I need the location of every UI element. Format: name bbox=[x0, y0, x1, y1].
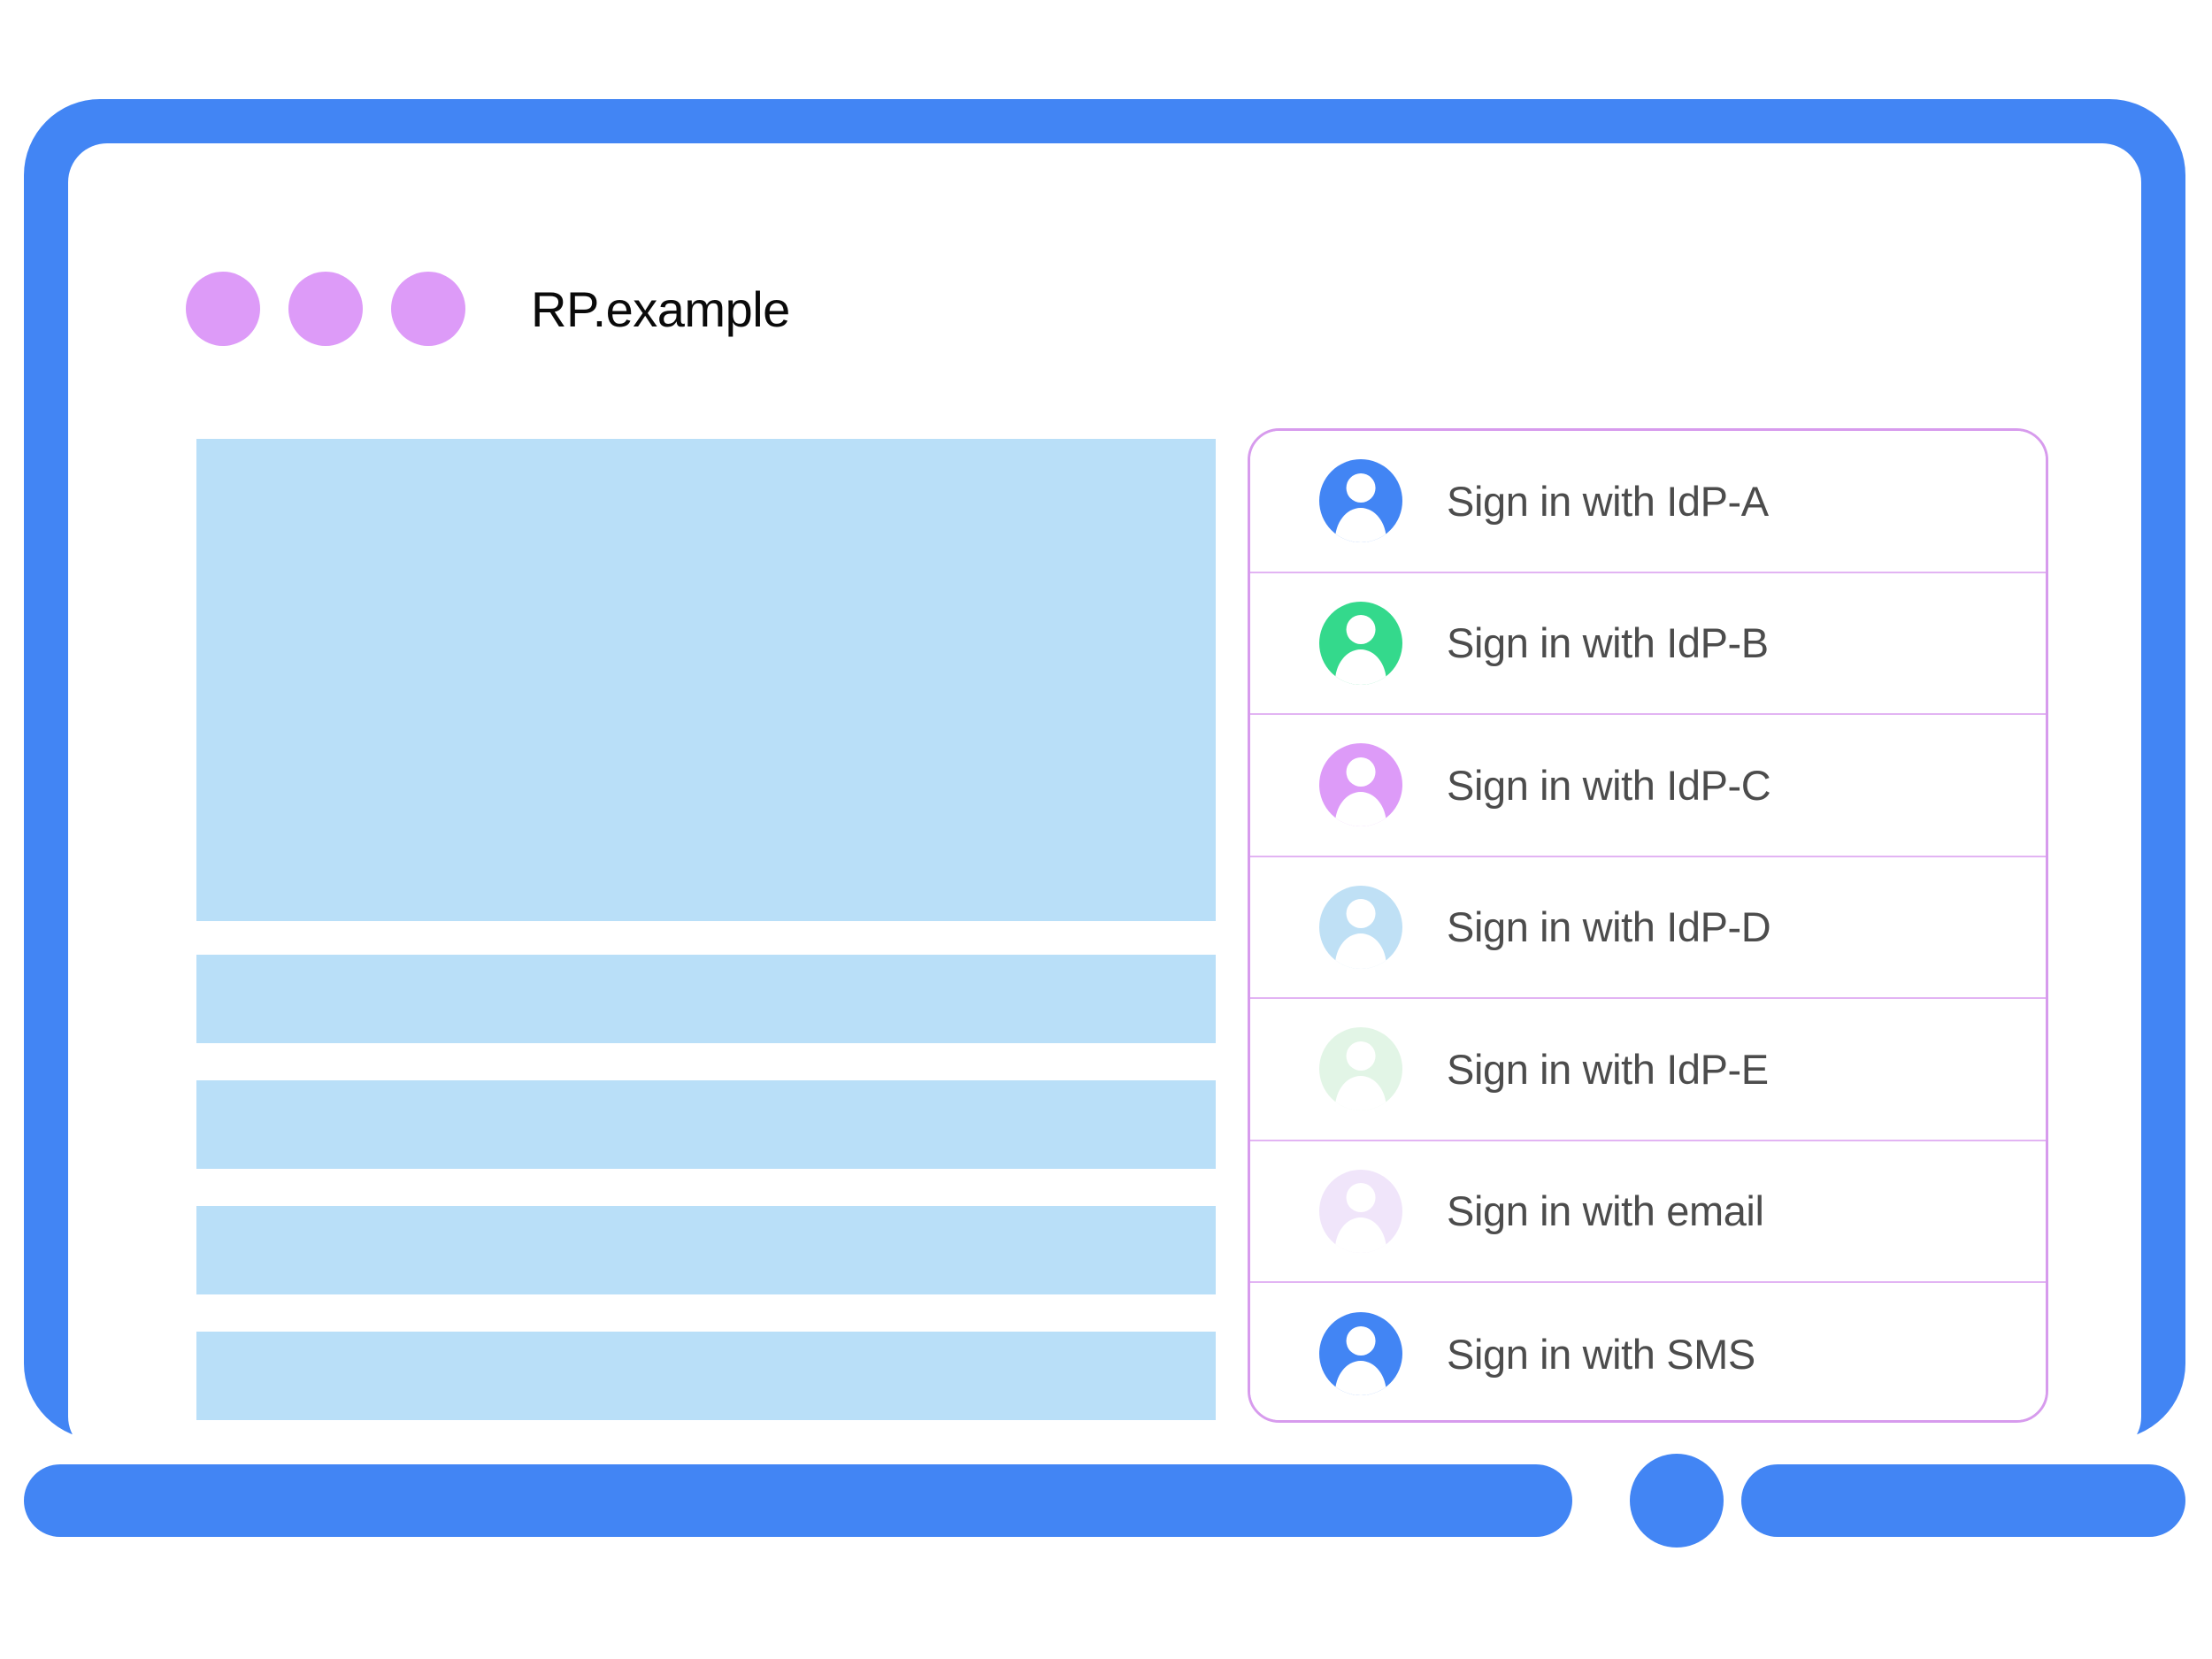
account-avatar-icon bbox=[1319, 743, 1402, 827]
window-dot-1[interactable] bbox=[186, 272, 260, 346]
account-row[interactable]: Sign in with IdP-D bbox=[1250, 856, 2046, 999]
account-row[interactable]: Sign in with IdP-A bbox=[1250, 431, 2046, 573]
account-row-label: Sign in with SMS bbox=[1447, 1330, 1755, 1378]
device-bottom-bar-right bbox=[1741, 1464, 2185, 1537]
page-content-skeleton bbox=[196, 439, 1216, 1420]
text-placeholder-3 bbox=[196, 1206, 1216, 1294]
account-avatar-icon bbox=[1319, 885, 1402, 969]
account-row[interactable]: Sign in with SMS bbox=[1250, 1283, 2046, 1420]
window-dot-2[interactable] bbox=[288, 272, 363, 346]
account-row-label: Sign in with IdP-D bbox=[1447, 903, 1771, 951]
page-title: RP.example bbox=[531, 280, 790, 337]
account-avatar-icon bbox=[1319, 459, 1402, 543]
account-row[interactable]: Sign in with IdP-E bbox=[1250, 999, 2046, 1141]
text-placeholder-4 bbox=[196, 1332, 1216, 1420]
account-row-label: Sign in with IdP-C bbox=[1447, 761, 1771, 809]
home-button[interactable] bbox=[1630, 1454, 1724, 1548]
browser-title-bar: RP.example bbox=[186, 272, 790, 346]
account-row-label: Sign in with IdP-A bbox=[1447, 477, 1769, 525]
account-chooser-dialog: Sign in with IdP-A Sign in with IdP-B Sign… bbox=[1248, 428, 2048, 1423]
account-row[interactable]: Sign in with IdP-B bbox=[1250, 572, 2046, 715]
account-row-label: Sign in with IdP-B bbox=[1447, 619, 1769, 667]
account-row[interactable]: Sign in with email bbox=[1250, 1141, 2046, 1283]
account-row-label: Sign in with IdP-E bbox=[1447, 1045, 1769, 1093]
window-dot-3[interactable] bbox=[391, 272, 465, 346]
account-avatar-icon bbox=[1319, 1027, 1402, 1111]
device-bottom-bar-left bbox=[24, 1464, 1572, 1537]
text-placeholder-2 bbox=[196, 1080, 1216, 1169]
account-avatar-icon bbox=[1319, 1312, 1402, 1396]
account-row-label: Sign in with email bbox=[1447, 1187, 1764, 1235]
account-row[interactable]: Sign in with IdP-C bbox=[1250, 715, 2046, 857]
account-avatar-icon bbox=[1319, 1169, 1402, 1253]
account-avatar-icon bbox=[1319, 601, 1402, 685]
hero-placeholder bbox=[196, 439, 1216, 921]
text-placeholder-1 bbox=[196, 955, 1216, 1043]
